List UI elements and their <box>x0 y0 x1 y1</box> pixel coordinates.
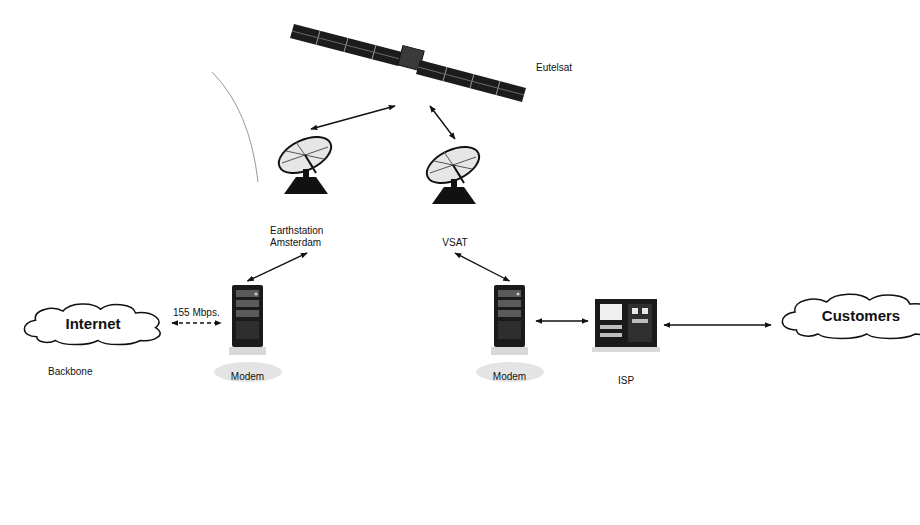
modem-server: Modem <box>487 285 532 383</box>
node-label: Modem <box>493 371 526 383</box>
connector-arrow <box>536 320 588 321</box>
satellite: Eutelsat <box>290 2 572 102</box>
node-label: Eutelsat <box>536 62 572 74</box>
satellite-icon <box>290 2 530 102</box>
internet-cloud-shape: Internet <box>18 300 168 346</box>
vsat-dish-shape <box>420 143 490 205</box>
modem-icon <box>225 285 270 357</box>
shadow <box>476 362 544 382</box>
vsat-dish: VSAT <box>420 143 490 249</box>
dish-icon <box>420 143 490 205</box>
edge-label: 155 Mbps. <box>171 307 222 318</box>
node-label: Earthstation Amsterdam <box>270 225 344 249</box>
modem-server: Modem <box>225 285 270 383</box>
connector-arrow <box>455 253 510 281</box>
internet-cloud: InternetBackbone <box>18 300 168 378</box>
connector-arrow <box>664 324 771 325</box>
shadow <box>214 362 282 382</box>
connector-arrow <box>248 253 308 281</box>
cloud-title: Customers <box>775 290 920 340</box>
decor-arc <box>212 72 258 182</box>
customers-cloud: Customers <box>775 290 920 340</box>
modem-server-shape <box>225 285 270 357</box>
customers-cloud-shape: Customers <box>775 290 920 340</box>
cloud-title: Internet <box>18 300 168 346</box>
earth-station-shape <box>272 133 342 195</box>
connector-arrow <box>430 106 455 139</box>
isp-server-shape <box>592 297 660 353</box>
earth-station: Earthstation Amsterdam <box>270 133 344 249</box>
node-label: VSAT <box>442 237 467 249</box>
node-label: Modem <box>231 371 264 383</box>
satellite-shape <box>290 2 530 102</box>
modem-server-shape <box>487 285 532 357</box>
modem-icon <box>487 285 532 357</box>
isp-icon <box>592 297 660 353</box>
node-label: ISP <box>618 375 634 387</box>
isp-server: ISP <box>592 297 660 387</box>
connector-arrow <box>172 322 221 323</box>
connector-arrow <box>311 106 395 129</box>
dish-icon <box>272 133 342 195</box>
node-label: Backbone <box>48 366 92 378</box>
